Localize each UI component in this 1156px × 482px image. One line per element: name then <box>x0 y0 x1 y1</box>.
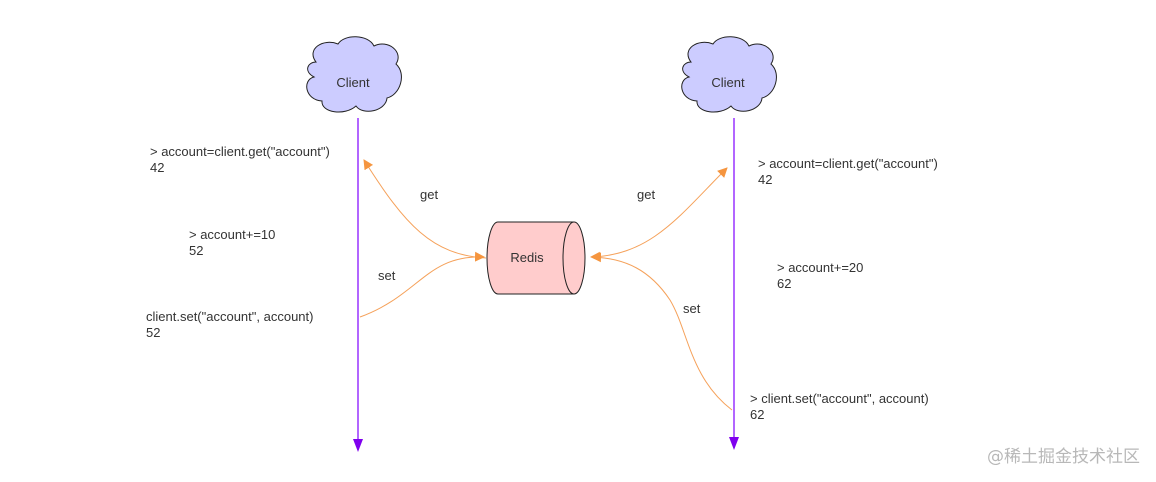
right-step1-command: > account=client.get("account") <box>758 156 938 171</box>
right-client-cloud: Client <box>681 36 777 113</box>
left-step2-command: > account+=10 <box>189 227 275 242</box>
right-client-timeline <box>729 118 739 450</box>
left-set-label: set <box>378 268 396 283</box>
left-client-label: Client <box>336 75 370 90</box>
right-step3-command: > client.set("account", account) <box>750 391 929 406</box>
left-step1-result: 42 <box>150 160 164 175</box>
redis-label: Redis <box>510 250 544 265</box>
right-set-edge <box>591 252 733 411</box>
right-step3-result: 62 <box>750 407 764 422</box>
left-step2-result: 52 <box>189 243 203 258</box>
left-step3-command: client.set("account", account) <box>146 309 313 324</box>
left-set-edge <box>359 251 485 318</box>
left-client-cloud: Client <box>306 36 402 113</box>
left-step1-command: > account=client.get("account") <box>150 144 330 159</box>
right-timeline-arrowhead <box>729 437 739 450</box>
left-get-edge <box>363 159 487 259</box>
right-client-label: Client <box>711 75 745 90</box>
left-step3-result: 52 <box>146 325 160 340</box>
right-set-label: set <box>683 301 701 316</box>
left-get-label: get <box>420 187 438 202</box>
right-step2-result: 62 <box>777 276 791 291</box>
redis-cylinder: Redis <box>486 221 586 295</box>
right-get-label: get <box>637 187 655 202</box>
right-step2-command: > account+=20 <box>777 260 863 275</box>
watermark: @稀土掘金技术社区 <box>987 447 1140 467</box>
right-step1-result: 42 <box>758 172 772 187</box>
left-client-timeline <box>353 118 363 452</box>
right-get-edge <box>590 167 728 262</box>
left-timeline-arrowhead <box>353 439 363 452</box>
